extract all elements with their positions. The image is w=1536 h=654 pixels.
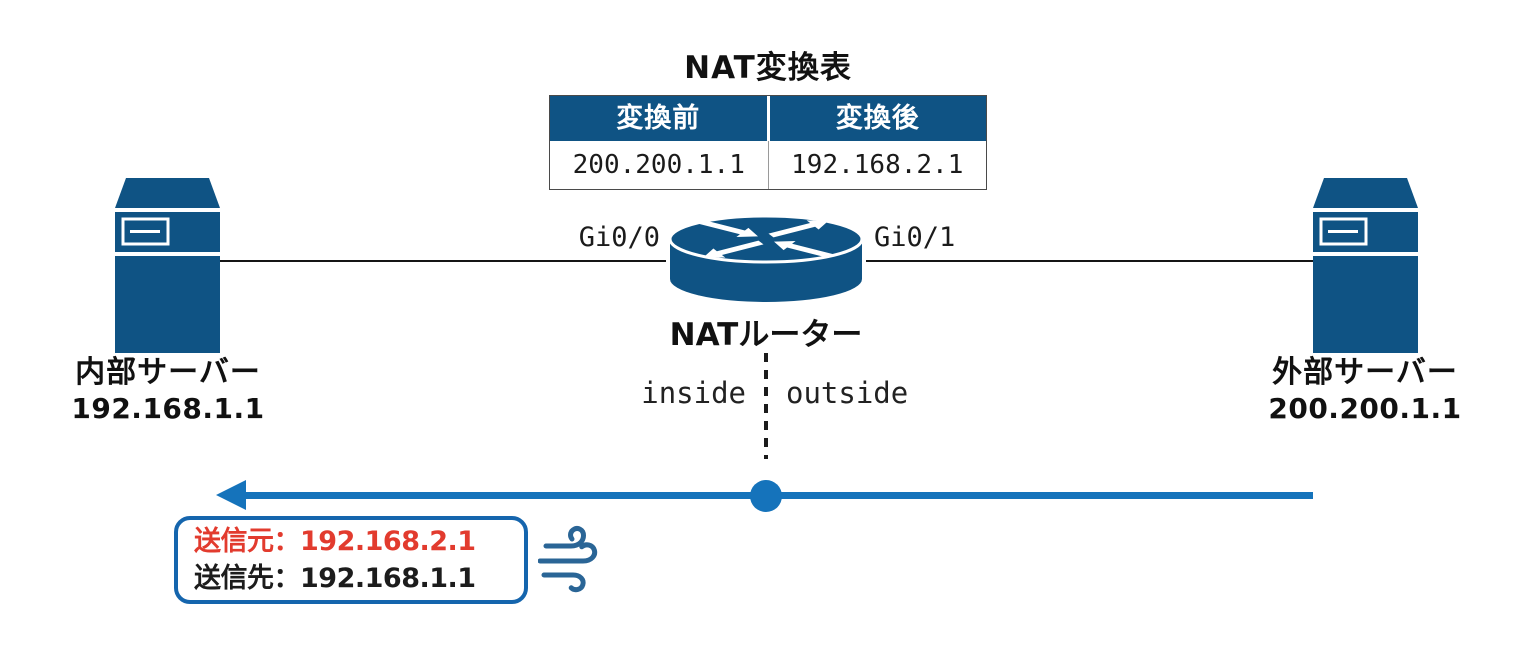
nat-table-header-row: 変換前 変換後	[550, 96, 986, 141]
packet-flow-nat-point-dot	[750, 480, 782, 512]
server-drive-slot	[121, 217, 170, 246]
internal-server-caption: 内部サーバー 192.168.1.1	[8, 356, 328, 425]
wind-gust-icon	[538, 526, 598, 593]
interface-label-gi0-0: Gi0/0	[578, 222, 660, 253]
nat-table-cell-after: 192.168.2.1	[791, 150, 964, 180]
interface-label-gi0-1: Gi0/1	[874, 222, 956, 253]
external-server-caption: 外部サーバー 200.200.1.1	[1205, 356, 1525, 425]
external-server-ip: 200.200.1.1	[1268, 392, 1462, 425]
nat-table-title: NAT変換表	[684, 50, 852, 86]
network-link-line-left	[220, 259, 666, 262]
zone-label-inside: inside	[641, 376, 746, 410]
nat-table-header-before: 変換前	[550, 96, 770, 141]
packet-flow-arrowhead-icon	[216, 480, 246, 510]
packet-source-label: 送信元：192.168.2.1	[194, 526, 476, 557]
external-server-icon	[1313, 178, 1418, 353]
nat-boundary-dotted-line	[764, 353, 768, 459]
router-label: NATルーター	[669, 317, 863, 353]
zone-label-outside: outside	[786, 376, 909, 410]
internal-server-icon	[115, 178, 220, 353]
external-server-name: 外部サーバー	[1272, 355, 1458, 390]
internal-server-name: 内部サーバー	[75, 355, 261, 390]
internal-server-ip: 192.168.1.1	[71, 392, 265, 425]
nat-translation-table: 変換前 変換後 200.200.1.1 192.168.2.1	[549, 95, 987, 190]
packet-destination-label: 送信先：192.168.1.1	[194, 563, 476, 594]
nat-table-row: 200.200.1.1 192.168.2.1	[550, 141, 986, 189]
router-icon	[668, 214, 864, 302]
nat-table-header-after: 変換後	[835, 103, 920, 134]
router-arrows	[698, 219, 834, 259]
nat-table-cell-before: 200.200.1.1	[550, 141, 769, 189]
packet-info-box: 送信元：192.168.2.1 送信先：192.168.1.1	[174, 516, 528, 604]
network-link-line-right	[866, 259, 1313, 262]
server-drive-slot	[1319, 217, 1368, 246]
